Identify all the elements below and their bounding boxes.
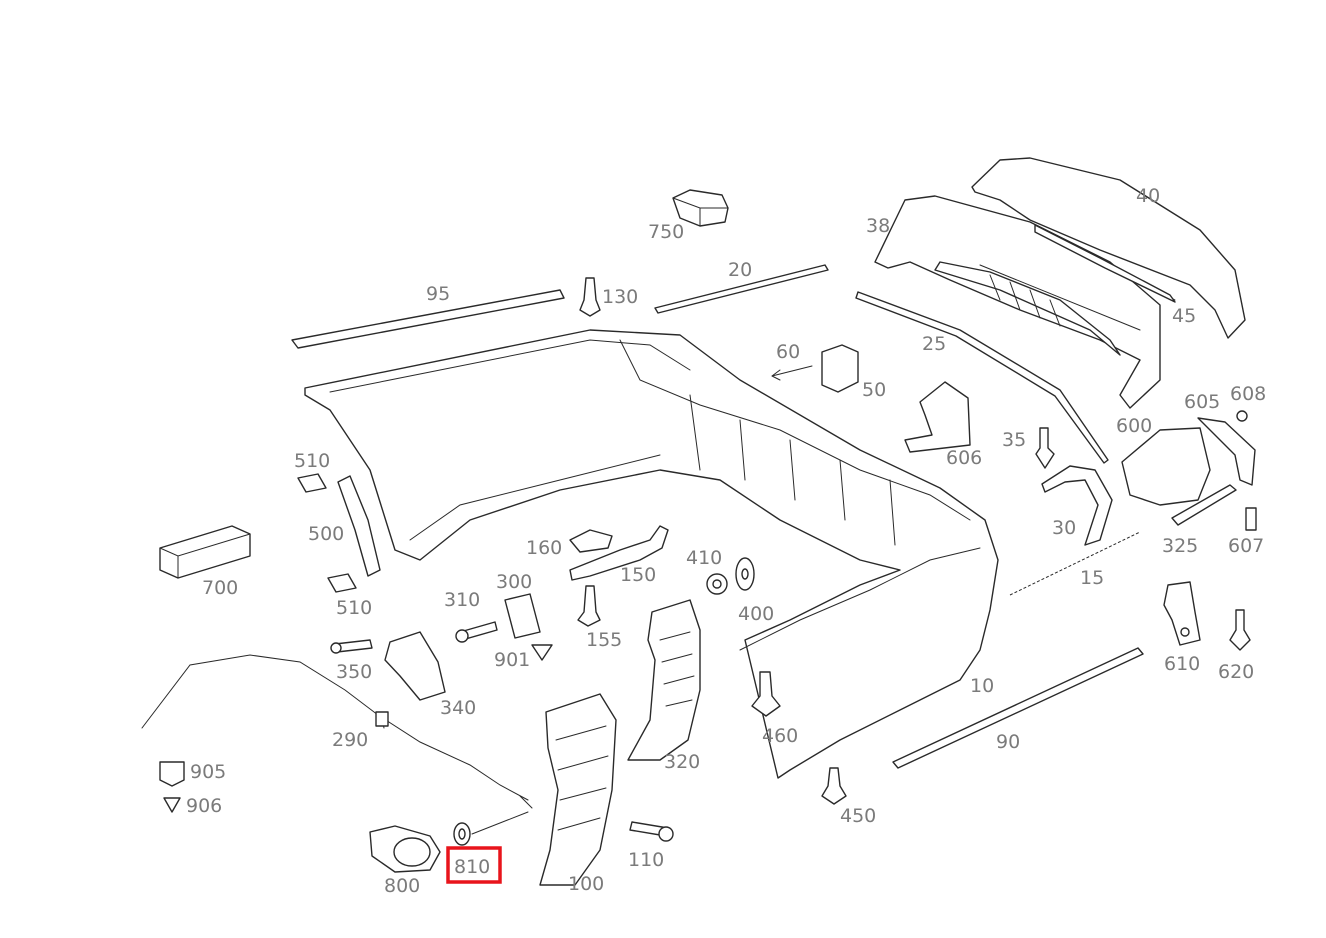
callout-45[interactable]: 45	[1172, 305, 1196, 327]
part-410-nut	[706, 573, 728, 595]
callout-150[interactable]: 150	[620, 564, 656, 586]
callout-325[interactable]: 325	[1162, 535, 1198, 557]
part-906-plug	[163, 797, 181, 813]
callout-510-bottom[interactable]: 510	[336, 597, 372, 619]
part-50-bracket	[821, 344, 859, 393]
callout-60[interactable]: 60	[776, 341, 800, 363]
callout-95[interactable]: 95	[426, 283, 450, 305]
callout-607[interactable]: 607	[1228, 535, 1264, 557]
part-10-bumper-cover	[304, 329, 999, 779]
callout-608[interactable]: 608	[1230, 383, 1266, 405]
part-606-bracket	[904, 381, 971, 453]
part-160-clip	[569, 529, 613, 553]
callout-700[interactable]: 700	[202, 577, 238, 599]
part-460-fastener	[751, 671, 781, 717]
callout-110[interactable]: 110	[628, 849, 664, 871]
callout-605[interactable]: 605	[1184, 391, 1220, 413]
callout-500[interactable]: 500	[308, 523, 344, 545]
part-20-strip	[654, 264, 829, 314]
callout-810-highlight[interactable]: 810	[446, 846, 502, 884]
callout-460[interactable]: 460	[762, 725, 798, 747]
part-800-sensor	[369, 825, 441, 873]
callout-450[interactable]: 450	[840, 805, 876, 827]
callout-320[interactable]: 320	[664, 751, 700, 773]
part-340-bracket	[384, 631, 446, 701]
part-25-strip	[855, 291, 1109, 464]
callout-90[interactable]: 90	[996, 731, 1020, 753]
callout-905[interactable]: 905	[190, 761, 226, 783]
part-110-pin	[629, 821, 674, 842]
callout-350[interactable]: 350	[336, 661, 372, 683]
callout-50[interactable]: 50	[862, 379, 886, 401]
part-750-block	[672, 189, 729, 227]
callout-600[interactable]: 600	[1116, 415, 1152, 437]
part-905-connector	[159, 761, 185, 787]
callout-38[interactable]: 38	[866, 215, 890, 237]
part-610-mount	[1163, 581, 1201, 646]
callout-30[interactable]: 30	[1052, 517, 1076, 539]
highlight-box	[446, 846, 502, 884]
part-30-bracket	[1041, 465, 1113, 546]
part-300-sensor	[504, 593, 541, 639]
part-60-arrow	[771, 365, 813, 381]
callout-40[interactable]: 40	[1136, 185, 1160, 207]
callout-606[interactable]: 606	[946, 447, 982, 469]
part-35-fastener	[1035, 427, 1055, 469]
part-130-clip	[579, 277, 601, 317]
callout-100[interactable]: 100	[568, 873, 604, 895]
callout-25[interactable]: 25	[922, 333, 946, 355]
callout-155[interactable]: 155	[586, 629, 622, 651]
part-400-washer	[735, 557, 755, 591]
part-901-clip	[531, 644, 553, 661]
part-350-clip	[330, 639, 373, 654]
callout-310[interactable]: 310	[444, 589, 480, 611]
part-510-pad-bottom	[327, 573, 357, 593]
callout-901[interactable]: 901	[494, 649, 530, 671]
part-90-strip	[892, 647, 1144, 769]
part-100-bracket	[539, 693, 617, 886]
callout-906[interactable]: 906	[186, 795, 222, 817]
part-620-pin	[1229, 609, 1251, 651]
callout-340[interactable]: 340	[440, 697, 476, 719]
callout-35[interactable]: 35	[1002, 429, 1026, 451]
part-290-wiring	[141, 654, 533, 809]
part-607-clip	[1245, 507, 1257, 531]
part-155-screw	[577, 585, 601, 627]
callout-10[interactable]: 10	[970, 675, 994, 697]
part-150-bracket	[569, 525, 669, 581]
callout-20[interactable]: 20	[728, 259, 752, 281]
callout-810[interactable]: 810	[454, 856, 490, 878]
part-810-ring	[453, 811, 529, 846]
part-500-bracket	[337, 475, 381, 577]
callout-160[interactable]: 160	[526, 537, 562, 559]
part-15-strip	[1009, 531, 1141, 596]
part-310-bolt	[455, 621, 498, 643]
callout-510-top[interactable]: 510	[294, 450, 330, 472]
part-450-fastener	[821, 767, 847, 805]
callout-620[interactable]: 620	[1218, 661, 1254, 683]
part-320-bracket	[627, 599, 701, 761]
part-325-strip	[1171, 484, 1237, 526]
part-700-module	[159, 525, 251, 579]
part-38-trim-frame	[874, 195, 1161, 409]
callout-290[interactable]: 290	[332, 729, 368, 751]
callout-130[interactable]: 130	[602, 286, 638, 308]
part-600-housing	[1121, 410, 1256, 506]
callout-800[interactable]: 800	[384, 875, 420, 897]
callout-15[interactable]: 15	[1080, 567, 1104, 589]
callout-750[interactable]: 750	[648, 221, 684, 243]
part-45-strip	[1034, 224, 1176, 303]
callout-410[interactable]: 410	[686, 547, 722, 569]
callout-300[interactable]: 300	[496, 571, 532, 593]
part-510-pad-top	[297, 473, 327, 493]
part-95-strip	[291, 289, 565, 349]
callout-610[interactable]: 610	[1164, 653, 1200, 675]
callout-400[interactable]: 400	[738, 603, 774, 625]
